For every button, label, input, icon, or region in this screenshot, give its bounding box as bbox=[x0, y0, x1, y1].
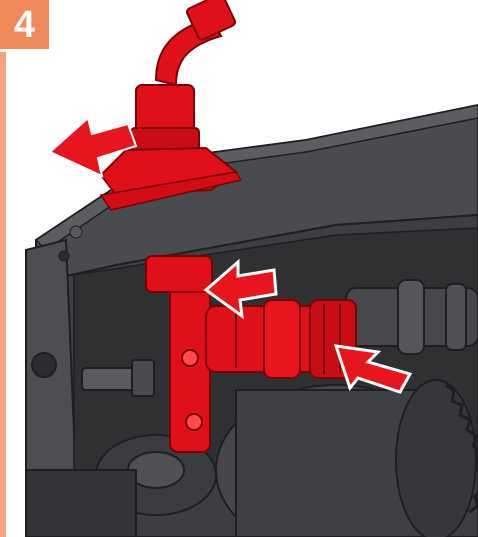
bracket-bolt-upper bbox=[181, 349, 199, 367]
hose-removal-arrow bbox=[48, 116, 138, 178]
hose-coupler-top bbox=[186, 0, 236, 41]
step-number: 4 bbox=[13, 3, 36, 46]
bracket-bolt-lower bbox=[185, 413, 203, 431]
locking-bracket-top bbox=[145, 255, 213, 293]
bracket-arrow bbox=[203, 258, 278, 320]
hose-seal-red bbox=[99, 171, 243, 211]
hose-fitting-nut bbox=[130, 127, 200, 151]
coupling-ring-1 bbox=[263, 299, 301, 379]
gear-cluster-base bbox=[25, 469, 137, 537]
housing-screw-left bbox=[58, 250, 70, 262]
shaft-collar-2 bbox=[445, 283, 467, 351]
shaft-collar bbox=[397, 279, 425, 355]
sleeve-arrow bbox=[333, 344, 413, 394]
adjuster-nut bbox=[131, 359, 155, 397]
motor-gear-teeth bbox=[445, 383, 478, 514]
step-badge: 4 bbox=[0, 0, 52, 52]
housing-bolt-hole bbox=[31, 352, 57, 378]
motor-end bbox=[395, 379, 477, 537]
housing-screw-top bbox=[69, 225, 83, 239]
machine-illustration bbox=[6, 0, 478, 537]
